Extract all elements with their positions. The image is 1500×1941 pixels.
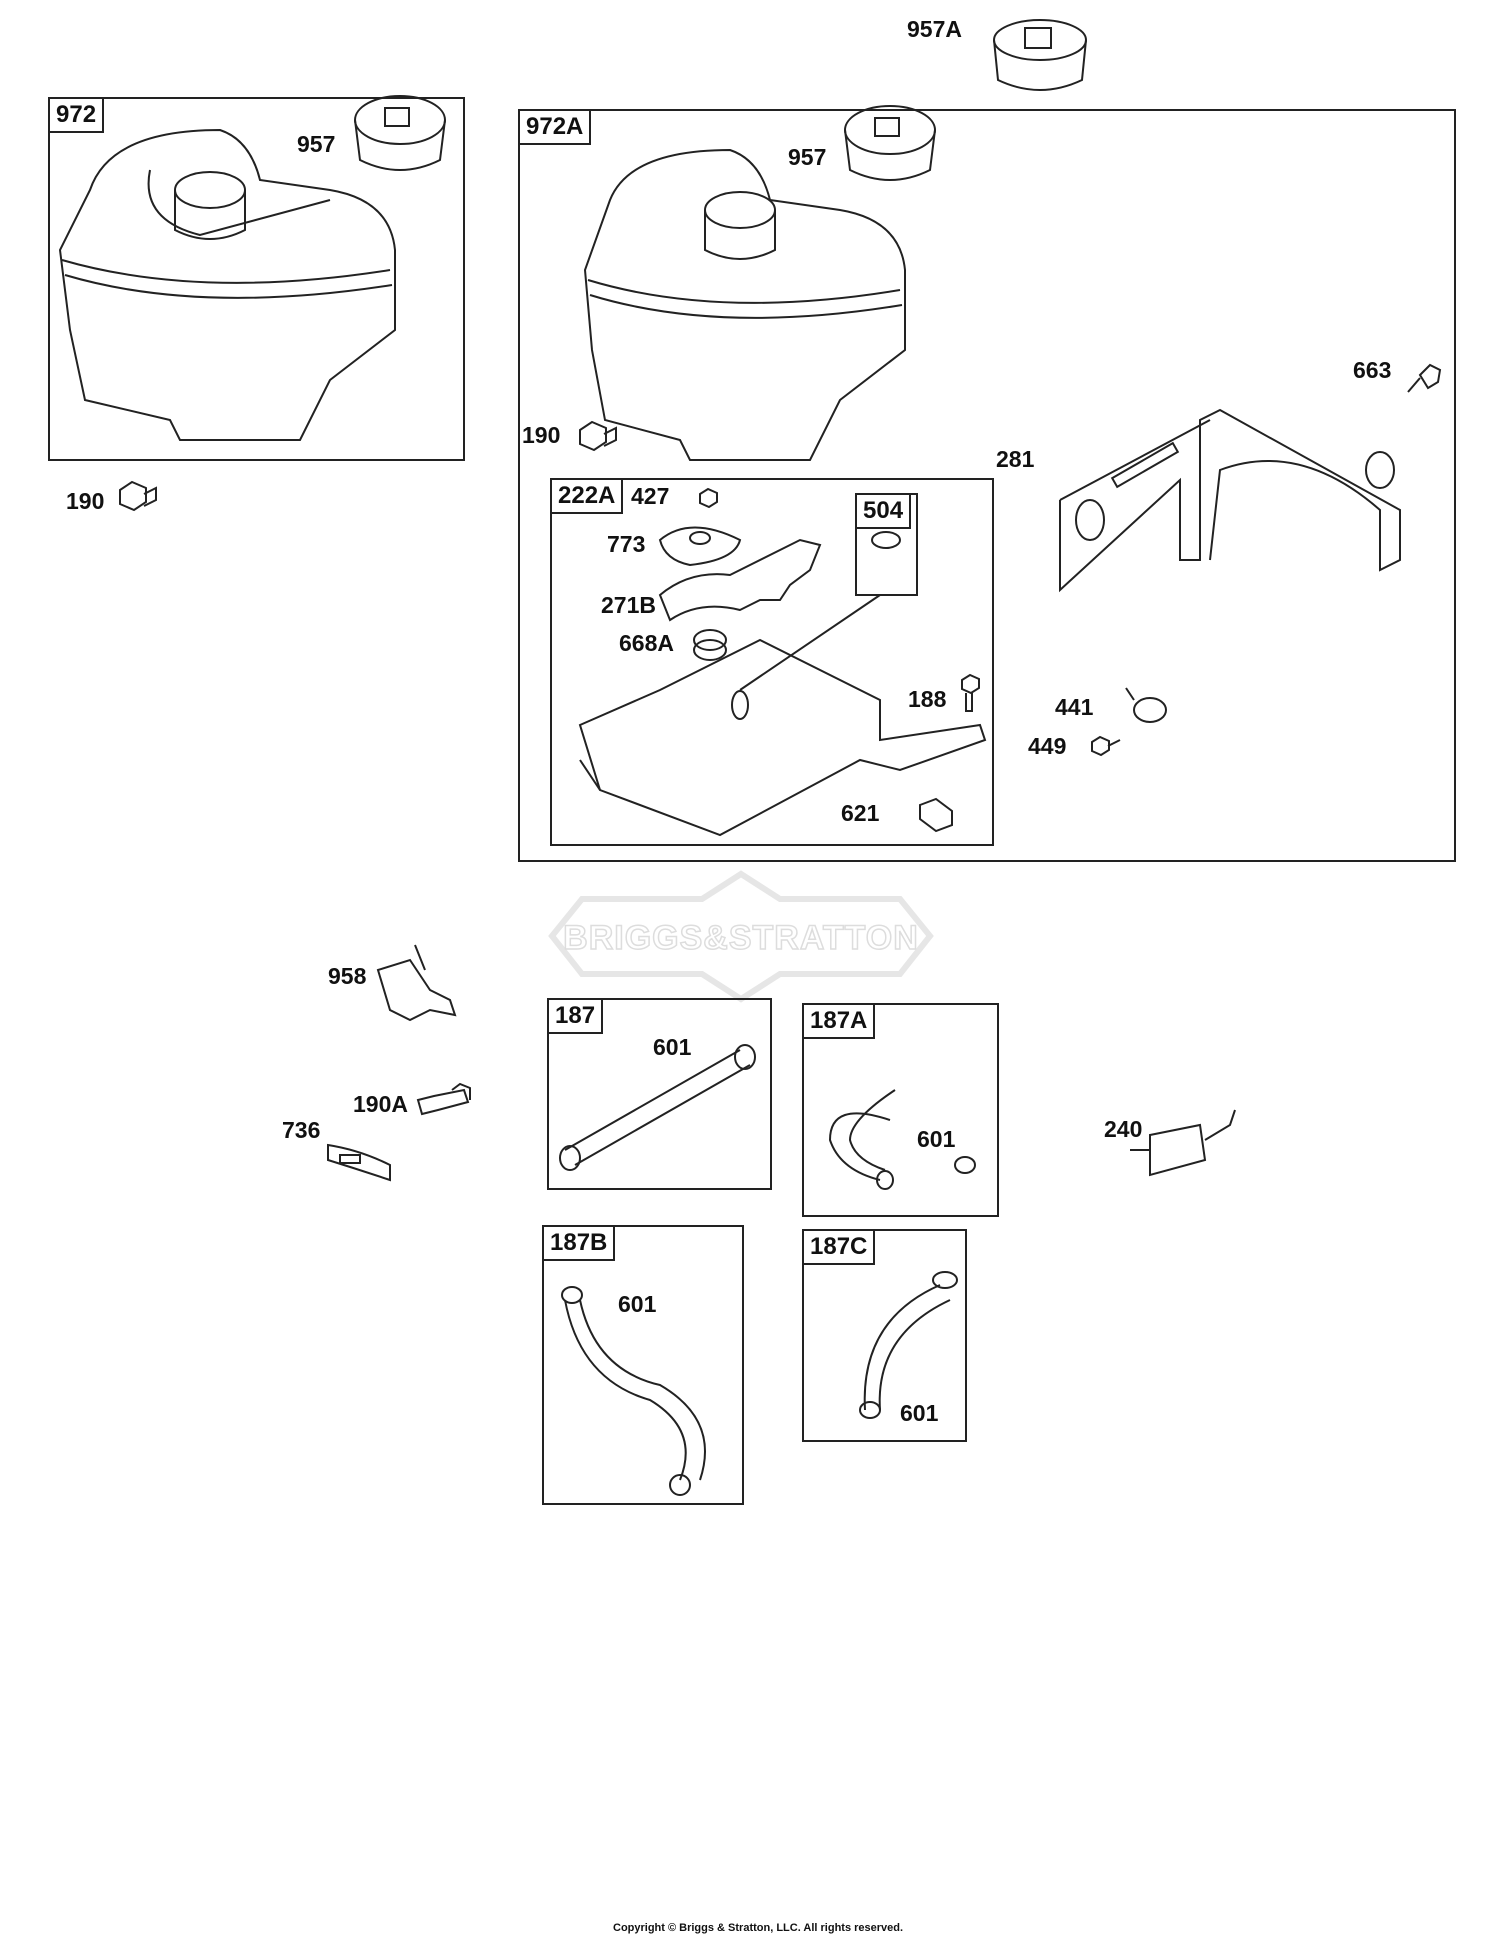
screw-190a-drawing bbox=[416, 1082, 471, 1116]
group-187a-box: 187A bbox=[802, 1003, 999, 1217]
lever-271b-drawing bbox=[658, 538, 822, 622]
part-label-449[interactable]: 449 bbox=[1028, 733, 1067, 759]
part-label-601[interactable]: 601 bbox=[653, 1034, 692, 1060]
hose-187-drawing bbox=[559, 1044, 756, 1171]
part-label-957a[interactable]: 957A bbox=[907, 16, 962, 42]
part-label-441[interactable]: 441 bbox=[1055, 694, 1094, 720]
part-label-190[interactable]: 190 bbox=[522, 422, 561, 448]
group-187-tag: 187 bbox=[547, 998, 604, 1034]
bolt-188-drawing bbox=[961, 673, 980, 712]
part-label-427[interactable]: 427 bbox=[631, 483, 670, 509]
group-972-box: 972 bbox=[48, 97, 465, 461]
part-label-240[interactable]: 240 bbox=[1104, 1116, 1143, 1142]
part-label-601[interactable]: 601 bbox=[900, 1400, 939, 1426]
bracket-281-drawing bbox=[1059, 408, 1401, 593]
part-label-668a[interactable]: 668A bbox=[619, 630, 674, 656]
screw-449-drawing bbox=[1091, 735, 1121, 757]
shutoff-valve-958-drawing bbox=[376, 944, 457, 1022]
part-label-958[interactable]: 958 bbox=[328, 963, 367, 989]
group-222a-tag: 222A bbox=[550, 478, 624, 514]
hose-187c-drawing bbox=[859, 1271, 958, 1419]
nut-427-drawing bbox=[699, 487, 718, 509]
fuel-cap-957-drawing bbox=[844, 105, 936, 181]
group-187-box: 187 bbox=[547, 998, 772, 1190]
fuel-cap-957-drawing bbox=[354, 95, 446, 171]
part-label-190[interactable]: 190 bbox=[66, 488, 105, 514]
group-972a-tag: 972A bbox=[518, 109, 592, 145]
bolt-190-drawing bbox=[119, 480, 157, 512]
part-label-621[interactable]: 621 bbox=[841, 800, 880, 826]
part-label-190a[interactable]: 190A bbox=[353, 1091, 408, 1117]
part-label-957[interactable]: 957 bbox=[788, 144, 827, 170]
clip-736-drawing bbox=[327, 1143, 391, 1182]
group-187a-tag: 187A bbox=[802, 1003, 876, 1039]
part-label-736[interactable]: 736 bbox=[282, 1117, 321, 1143]
group-187c-box: 187C bbox=[802, 1229, 967, 1442]
plate-773-drawing bbox=[658, 526, 742, 567]
group-222a-box: 222A bbox=[550, 478, 994, 846]
part-label-188[interactable]: 188 bbox=[908, 686, 947, 712]
hose-187b-drawing bbox=[561, 1286, 706, 1496]
screw-663-drawing bbox=[1407, 363, 1442, 393]
part-label-773[interactable]: 773 bbox=[607, 531, 646, 557]
fuel-cap-957a-drawing bbox=[993, 19, 1087, 91]
brand-watermark: BRIGGS&STRATTON bbox=[542, 869, 940, 1004]
group-187b-box: 187B bbox=[542, 1225, 744, 1505]
clip-621-drawing bbox=[919, 797, 953, 833]
clamp-441-drawing bbox=[1125, 687, 1167, 723]
filter-240-drawing bbox=[1130, 1109, 1236, 1177]
control-bracket-drawing bbox=[578, 594, 987, 837]
copyright-notice: Copyright © Briggs & Stratton, LLC. All … bbox=[613, 1922, 904, 1934]
hose-187a-drawing bbox=[828, 1089, 976, 1190]
group-972-tag: 972 bbox=[48, 97, 105, 133]
part-label-663[interactable]: 663 bbox=[1353, 357, 1392, 383]
group-504-box: 504 bbox=[855, 493, 918, 596]
bushing-668a-drawing bbox=[693, 629, 727, 661]
group-972a-box: 972A bbox=[518, 109, 1456, 862]
part-label-601[interactable]: 601 bbox=[917, 1126, 956, 1152]
fuel-tank-972-drawing bbox=[58, 128, 396, 441]
group-504-tag: 504 bbox=[855, 493, 912, 529]
group-187c-tag: 187C bbox=[802, 1229, 876, 1265]
watermark-text: BRIGGS&STRATTON bbox=[562, 918, 919, 958]
bolt-190-drawing bbox=[579, 420, 617, 452]
part-label-281[interactable]: 281 bbox=[996, 446, 1035, 472]
group-187b-tag: 187B bbox=[542, 1225, 616, 1261]
part-label-957[interactable]: 957 bbox=[297, 131, 336, 157]
part-label-271b[interactable]: 271B bbox=[601, 592, 656, 618]
watermark-badge-icon bbox=[548, 870, 934, 1003]
fuel-tank-972a-drawing bbox=[583, 148, 906, 461]
part-label-601[interactable]: 601 bbox=[618, 1291, 657, 1317]
